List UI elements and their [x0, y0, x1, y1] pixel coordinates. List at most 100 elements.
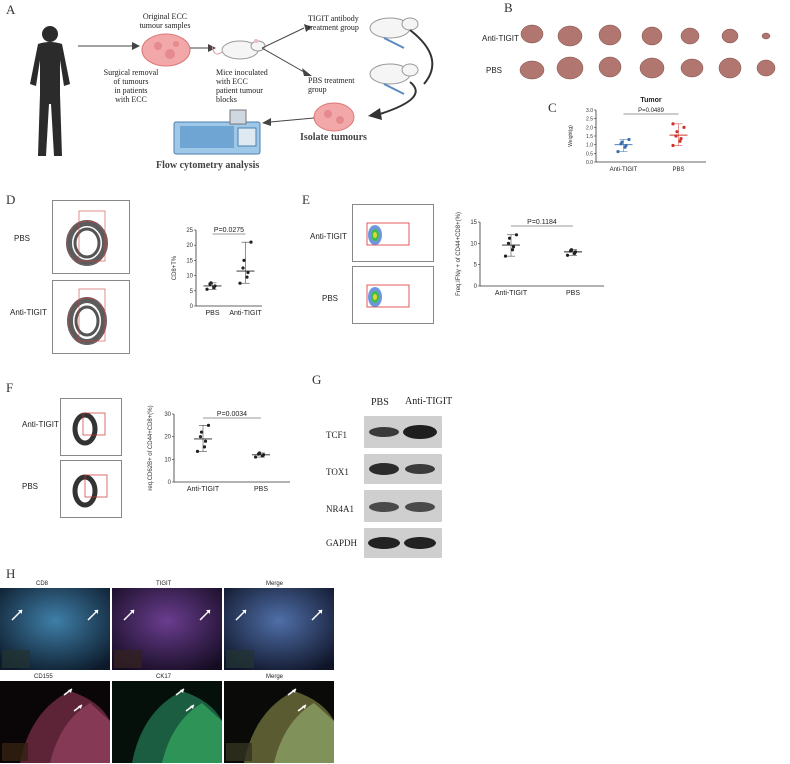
x-tick-label: PBS — [254, 486, 268, 493]
mouse-icon — [212, 39, 266, 60]
data-point — [503, 254, 508, 258]
data-point — [242, 258, 246, 262]
d-row-label-pbs: PBS — [14, 234, 31, 243]
data-point — [506, 241, 511, 245]
p-value-annotation: P=0.0275 — [214, 227, 244, 234]
data-point — [202, 445, 207, 449]
e-row-label-pbs: PBS — [322, 294, 339, 303]
p-value-annotation: P=0.0489 — [638, 108, 665, 114]
blot-strip-nr4a1 — [364, 490, 442, 522]
x-tick-label: Anti-TIGIT — [229, 310, 262, 317]
control-mouse-icon — [369, 63, 419, 95]
flow-cytometer-icon — [173, 109, 261, 155]
row-label-pbs: PBS — [486, 66, 503, 75]
data-point — [241, 266, 245, 270]
y-tick-label: 1.0 — [586, 143, 593, 149]
data-point — [198, 435, 203, 439]
chart-title: Tumor — [640, 97, 662, 104]
blot-col-anti-tigit: Anti-TIGIT — [405, 396, 453, 407]
data-point — [253, 455, 258, 459]
y-tick-label: 3.0 — [586, 108, 593, 114]
h-image-merge-bottom — [224, 681, 334, 763]
panel-letter-f: F — [6, 380, 14, 395]
y-tick-label: 0.5 — [586, 151, 593, 157]
y-tick-label: 0.0 — [586, 160, 593, 166]
f-flow-plot-anti-tigit — [60, 398, 122, 456]
y-axis-label: Freq.IFNγ + of CD44+CD8+(%) — [456, 212, 462, 296]
curved-arrows-icon — [368, 29, 434, 120]
human-figure-icon — [30, 26, 70, 156]
blot-row-tcf1: TCF1 — [326, 430, 348, 440]
data-point — [679, 137, 683, 141]
e-flow-scatter-image — [366, 284, 410, 308]
chart-c: 0.00.51.01.52.02.53.0Weight(g)Anti-TIGIT… — [568, 97, 706, 173]
isolated-tumour-icon — [313, 102, 355, 132]
arrow-icon — [78, 42, 140, 50]
h-image-cd155 — [0, 681, 110, 763]
f-row-label-pbs: PBS — [22, 482, 39, 491]
d-row-label-anti-tigit: Anti-TIGIT — [10, 308, 47, 317]
h-image-cd8 — [0, 588, 110, 670]
h-label-tigit: TIGIT — [156, 581, 172, 587]
y-tick-label: 10 — [164, 457, 171, 463]
y-tick-label: 25 — [186, 228, 193, 234]
data-point — [238, 281, 242, 285]
h-label-ck17: CK17 — [156, 674, 172, 680]
row-label-anti-tigit: Anti-TIGIT — [482, 34, 519, 43]
f-flow-plot-pbs — [60, 460, 122, 518]
y-tick-label: 20 — [164, 435, 171, 441]
y-tick-label: 15 — [186, 258, 193, 264]
h-image-ck17 — [112, 681, 222, 763]
e-flow-plot-pbs — [352, 266, 434, 324]
panel-letter-h: H — [6, 566, 16, 581]
f-flow-density-image — [72, 474, 108, 508]
h-label-merge-top: Merge — [266, 581, 284, 587]
h-image-tigit — [112, 588, 222, 670]
d-flow-plot-pbs — [52, 200, 130, 274]
surgical-removal-label: Surgical removal of tumours in patients … — [103, 68, 159, 104]
data-point — [206, 423, 211, 427]
y-tick-label: 10 — [470, 241, 477, 247]
y-tick-label: 30 — [164, 412, 171, 418]
data-point — [246, 270, 250, 275]
y-tick-label: 15 — [470, 220, 477, 226]
d-flow-density-image — [67, 288, 107, 345]
x-tick-label: Anti-TIGIT — [495, 290, 528, 297]
x-tick-label: Anti-TIGIT — [187, 486, 220, 493]
data-point — [671, 143, 675, 148]
panel-letter-d: D — [6, 192, 16, 207]
data-point — [671, 122, 675, 126]
data-point — [627, 137, 631, 142]
data-point — [199, 430, 204, 434]
panel-letter-b: B — [504, 0, 513, 15]
panel-letter-a: A — [6, 2, 16, 17]
d-flow-plot-anti-tigit — [52, 280, 130, 354]
data-point — [203, 439, 208, 443]
y-tick-label: 2.5 — [586, 117, 593, 123]
d-flow-density-image — [66, 210, 108, 266]
x-tick-label: PBS — [566, 290, 580, 297]
x-tick-label: PBS — [672, 167, 684, 173]
p-value-annotation: P=0.1184 — [527, 219, 557, 226]
data-point — [245, 275, 249, 279]
data-point — [195, 449, 200, 453]
data-point — [620, 140, 624, 144]
tumour-photos-image — [519, 24, 776, 80]
h-image-merge-top — [224, 588, 334, 670]
p-value-annotation: P=0.0034 — [217, 411, 247, 418]
blot-row-tox1: TOX1 — [326, 467, 349, 477]
data-point — [507, 236, 512, 240]
h-label-merge-bottom: Merge — [266, 674, 284, 680]
data-point — [514, 233, 519, 237]
y-tick-label: 1.5 — [586, 134, 593, 140]
panel-letter-g: G — [312, 372, 322, 387]
y-tick-label: 2.0 — [586, 125, 593, 131]
x-tick-label: PBS — [205, 310, 219, 317]
y-tick-label: 5 — [190, 289, 194, 295]
data-point — [205, 287, 209, 291]
data-point — [678, 139, 682, 143]
branch-arrows-icon — [262, 24, 312, 76]
